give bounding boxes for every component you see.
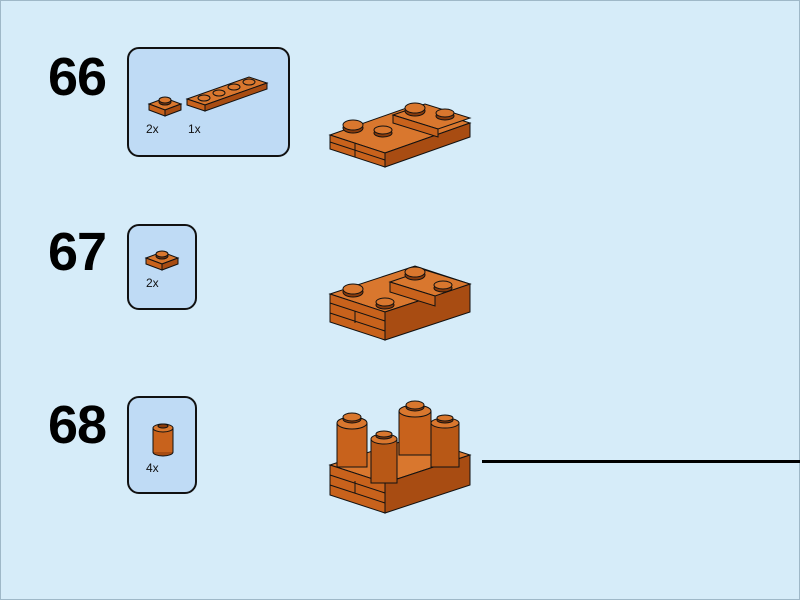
quantity-label: 2x bbox=[146, 122, 159, 136]
assembly-image-67 bbox=[328, 265, 472, 341]
plate-1x1-icon bbox=[144, 250, 180, 271]
assembly-image-66 bbox=[328, 102, 472, 168]
step-number-68: 68 bbox=[48, 395, 107, 455]
round-brick bbox=[398, 400, 432, 456]
round-brick bbox=[336, 412, 368, 468]
step-number-66: 66 bbox=[48, 47, 107, 107]
round-brick bbox=[430, 414, 460, 468]
step-number-67: 67 bbox=[48, 222, 107, 282]
quantity-label: 4x bbox=[146, 461, 159, 475]
plate-1x4-icon bbox=[185, 76, 269, 112]
round-brick bbox=[370, 430, 398, 484]
plate-1x1-icon bbox=[147, 96, 183, 117]
parts-callout-68: 4x bbox=[127, 396, 197, 494]
parts-callout-67: 2x bbox=[127, 224, 197, 310]
section-divider bbox=[482, 460, 800, 463]
quantity-label: 2x bbox=[146, 276, 159, 290]
quantity-label: 1x bbox=[188, 122, 201, 136]
assembly-image-68 bbox=[328, 400, 472, 514]
round-brick-1x1-icon bbox=[152, 423, 174, 457]
parts-callout-66: 2x 1x bbox=[127, 47, 290, 157]
